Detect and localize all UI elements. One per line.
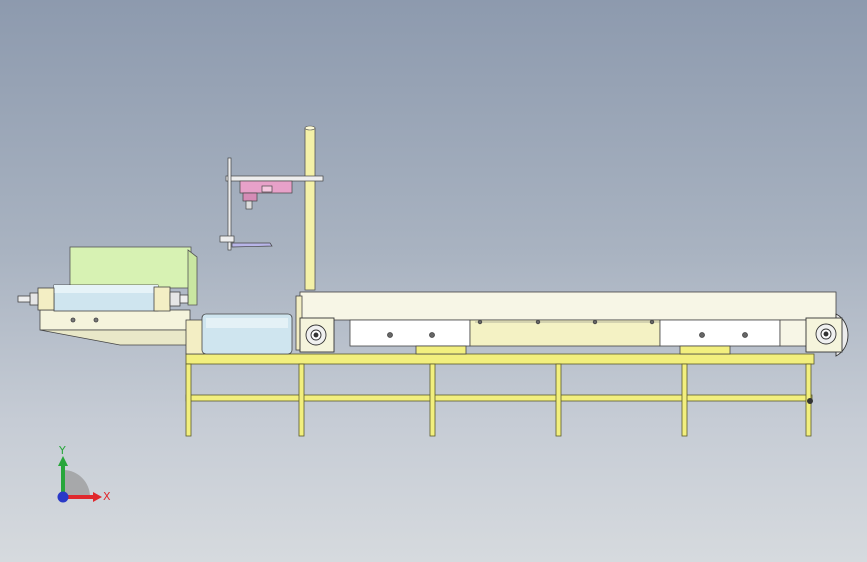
bed-bolt xyxy=(387,332,393,338)
drive-drum[interactable] xyxy=(185,313,293,355)
orientation-triad[interactable]: Y X xyxy=(57,444,112,503)
bracket-rod xyxy=(227,157,232,251)
triad-y-label: Y xyxy=(58,444,66,457)
right-tail-pulley[interactable] xyxy=(805,313,849,357)
triad-y-arrow xyxy=(58,456,68,466)
bed-support-block xyxy=(415,345,467,355)
roller-left-nut xyxy=(29,292,39,306)
base-bolt xyxy=(93,317,99,323)
drum-left-flange xyxy=(185,319,205,355)
sensor-bracket-assembly[interactable] xyxy=(219,157,324,251)
frame-leg xyxy=(298,363,305,437)
frame-top-rail xyxy=(185,353,815,365)
roller-left-bearing xyxy=(37,287,55,311)
bed-side-panel xyxy=(659,319,781,347)
bracket-pin xyxy=(245,200,253,210)
roller-right-nut xyxy=(169,291,181,307)
bed-bolt-small xyxy=(592,319,598,325)
bed-bolt-small xyxy=(535,319,541,325)
post-column xyxy=(304,127,316,291)
triad-x-arrow xyxy=(93,492,102,502)
bracket-foot xyxy=(219,235,235,243)
roller-right-shaft xyxy=(179,294,189,304)
drum-highlight xyxy=(206,318,288,328)
roller-base-plate xyxy=(39,309,191,331)
triad-z-origin xyxy=(57,491,69,503)
bed-bolt xyxy=(429,332,435,338)
bed-support-block xyxy=(679,345,731,355)
conveyor-bed[interactable] xyxy=(295,291,837,355)
frame-bolt xyxy=(807,398,813,404)
hopper-body xyxy=(69,246,192,289)
bed-bolt-small xyxy=(477,319,483,325)
hopper-side xyxy=(187,249,198,306)
bed-side-panel xyxy=(349,319,471,347)
base-bolt xyxy=(70,317,76,323)
frame-leg xyxy=(429,363,436,437)
post-cap xyxy=(304,125,316,131)
roller-right-bearing xyxy=(153,286,171,312)
triad-x-label: X xyxy=(103,490,111,503)
bracket-upper-arm xyxy=(225,175,324,182)
frame-leg xyxy=(681,363,688,437)
frame-leg xyxy=(185,363,192,437)
roller-base-wedge xyxy=(39,329,197,346)
frame-leg xyxy=(555,363,562,437)
bed-top-plate xyxy=(299,291,837,321)
right-pulley-axle xyxy=(823,331,829,337)
roller-highlight xyxy=(54,285,158,293)
roller-left-shaft xyxy=(17,295,31,303)
bed-bolt xyxy=(699,332,705,338)
vertical-post[interactable] xyxy=(304,125,316,291)
frame-mid-rail xyxy=(185,394,813,402)
bed-bolt xyxy=(742,332,748,338)
bed-bolt-small xyxy=(649,319,655,325)
bed-side-panel-mid xyxy=(469,319,661,347)
hopper[interactable] xyxy=(69,246,198,306)
left-pulley-axle xyxy=(313,332,319,338)
bracket-plate xyxy=(231,242,273,248)
bracket-drop-block xyxy=(242,192,258,202)
left-tail-pulley[interactable] xyxy=(299,317,335,353)
triad-plane xyxy=(63,470,90,497)
support-frame[interactable] xyxy=(185,353,815,437)
feed-roller-unit[interactable] xyxy=(17,284,197,346)
bracket-slot xyxy=(261,185,273,193)
